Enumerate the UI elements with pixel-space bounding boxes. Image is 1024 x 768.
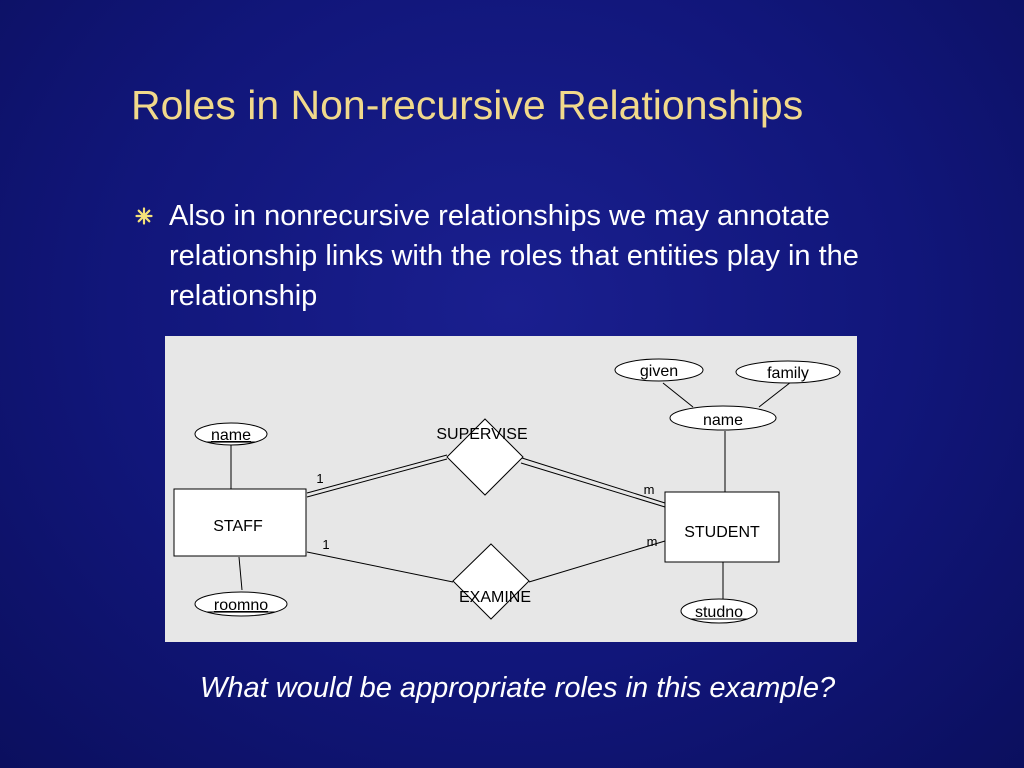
supervise-staff-cardinality: 1	[316, 471, 323, 486]
supervise-student-cardinality: m	[644, 482, 655, 497]
student-family-attribute[interactable]	[735, 360, 841, 384]
er-diagram-panel: STAFF STUDENT SUPERVISE EXAMINE name roo…	[165, 336, 857, 642]
supervise-student-link-b	[520, 462, 666, 508]
supervise-relationship[interactable]	[446, 418, 524, 496]
student-given-attribute[interactable]	[614, 358, 704, 382]
examine-relationship[interactable]	[452, 543, 530, 620]
student-studno-attribute[interactable]	[680, 598, 758, 624]
staff-roomno-attribute[interactable]	[194, 591, 288, 617]
examine-student-cardinality: m	[647, 534, 658, 549]
given-connector	[662, 382, 694, 408]
student-given-attribute-label: given	[640, 363, 678, 380]
er-diagram: STAFF STUDENT SUPERVISE EXAMINE name roo…	[173, 358, 841, 624]
staff-roomno-connector	[238, 556, 243, 591]
bullet-text: Also in nonrecursive relationships we ma…	[169, 200, 859, 312]
supervise-staff-link-b	[306, 458, 448, 498]
student-studno-attribute-label: studno	[695, 604, 743, 621]
family-connector	[758, 381, 792, 408]
slide-title: Roles in Non-recursive Relationships	[131, 82, 804, 128]
bullet-burst-icon	[135, 207, 153, 225]
staff-name-attribute[interactable]	[194, 422, 268, 446]
student-entity[interactable]	[664, 491, 780, 563]
supervise-staff-link-a	[306, 454, 448, 494]
staff-entity[interactable]	[173, 488, 307, 557]
examine-staff-cardinality: 1	[322, 537, 329, 552]
student-family-attribute-label: family	[767, 365, 809, 382]
supervise-student-link-a	[521, 457, 666, 504]
examine-staff-link	[306, 551, 454, 583]
staff-entity-label: STAFF	[213, 518, 263, 535]
staff-roomno-attribute-label: roomno	[214, 597, 268, 614]
supervise-relationship-label: SUPERVISE	[436, 426, 527, 443]
examine-student-link	[528, 540, 666, 583]
examine-relationship-label: EXAMINE	[459, 589, 531, 606]
student-name-attribute-label: name	[703, 412, 743, 429]
student-entity-label: STUDENT	[684, 524, 760, 541]
staff-name-attribute-label: name	[211, 427, 251, 444]
student-name-attribute[interactable]	[669, 405, 777, 431]
question-text: What would be appropriate roles in this …	[200, 672, 836, 704]
